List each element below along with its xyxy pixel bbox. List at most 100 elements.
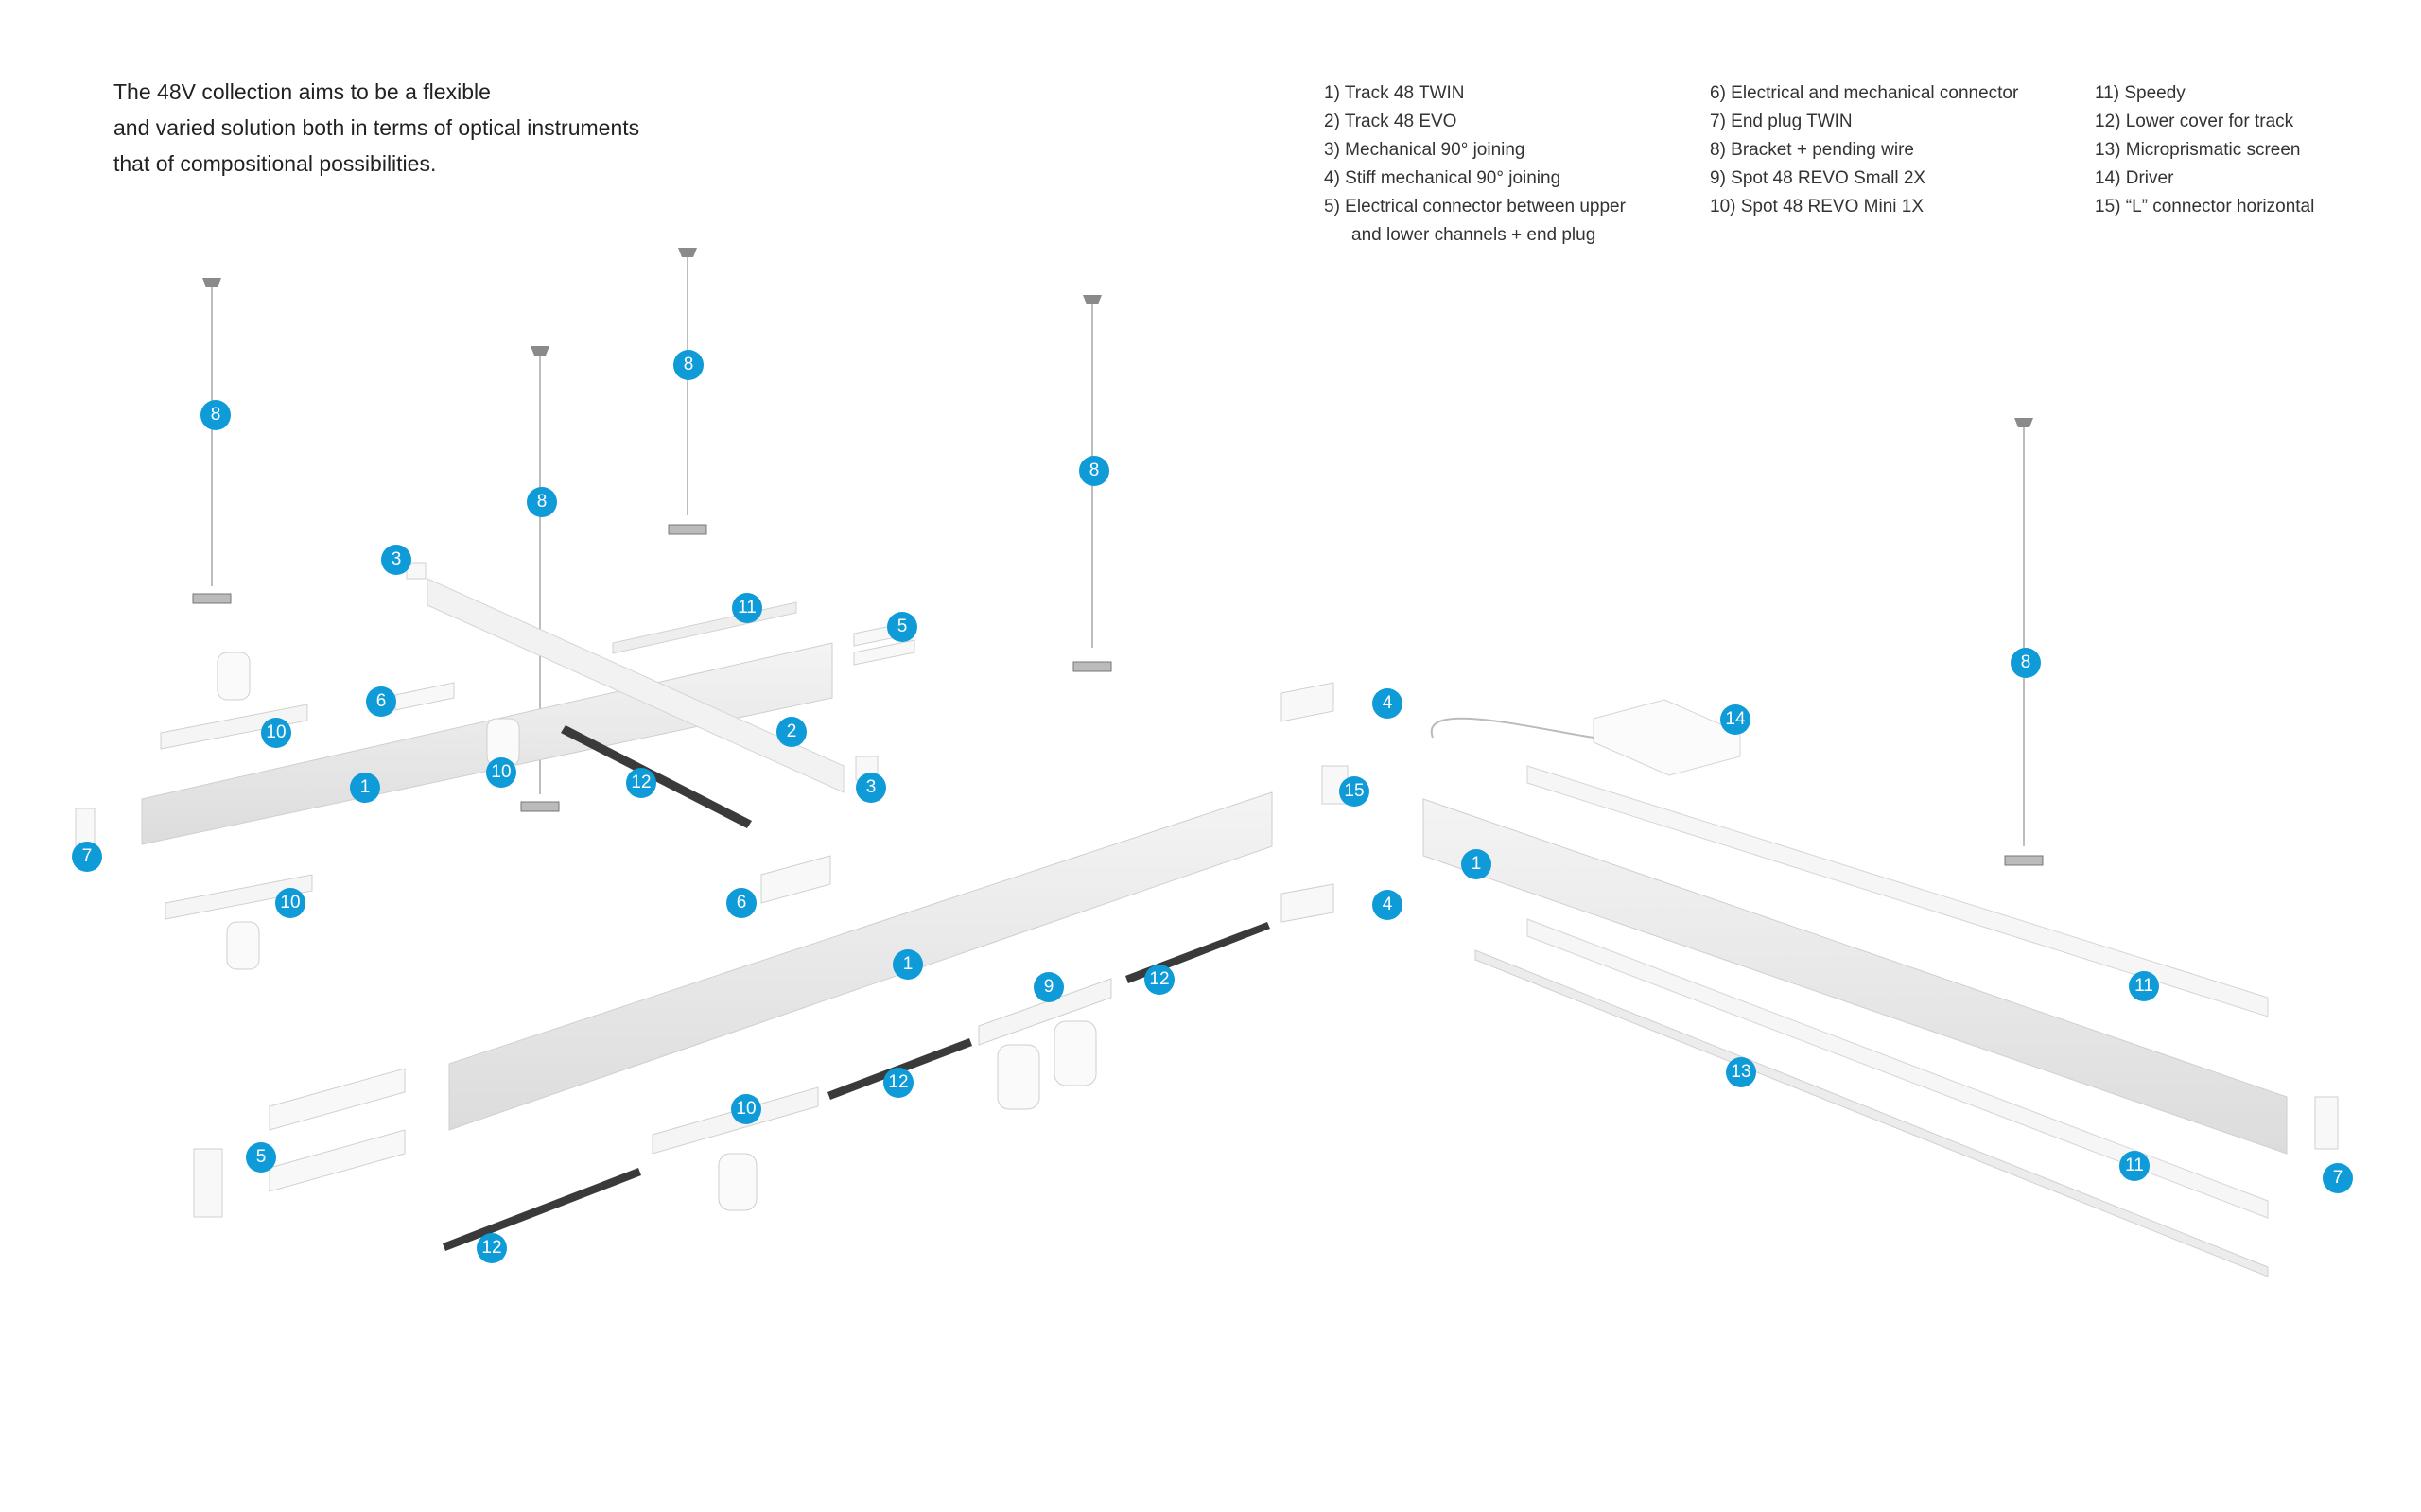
callout-badge-3: 3 xyxy=(381,545,411,575)
legend-item: 11) Speedy xyxy=(2095,83,2186,103)
ceiling-caps xyxy=(202,248,2033,427)
electrical-connector xyxy=(269,1068,406,1131)
spot-bar xyxy=(160,704,308,750)
callout-badge-4: 4 xyxy=(1372,688,1402,719)
driver-cable xyxy=(1430,717,1594,739)
callout-badge-1: 1 xyxy=(1461,849,1491,879)
callout-badge-3: 3 xyxy=(856,773,886,803)
legend-item: 14) Driver xyxy=(2095,168,2174,188)
pendant-clamp xyxy=(520,801,560,812)
callout-badge-10: 10 xyxy=(731,1094,761,1124)
spot-body xyxy=(1054,1020,1097,1086)
ceiling-cap xyxy=(678,248,697,257)
lower-cover xyxy=(443,1168,641,1251)
spot-body xyxy=(217,652,251,701)
pendant-clamp xyxy=(2004,855,2044,866)
callout-badge-5: 5 xyxy=(887,612,917,642)
electrical-connector xyxy=(269,1129,406,1192)
pendant-clamp xyxy=(668,524,707,535)
pendant-clamp xyxy=(192,593,232,604)
callout-badge-6: 6 xyxy=(366,686,396,717)
speedy xyxy=(1526,765,2269,1017)
callout-badge-7: 7 xyxy=(72,842,102,872)
mechanical-joint xyxy=(406,562,427,580)
connectors xyxy=(75,562,2339,1218)
callout-badge-1: 1 xyxy=(893,949,923,980)
spot-bar xyxy=(165,874,313,920)
speedy xyxy=(1526,918,2269,1219)
callout-badge-8: 8 xyxy=(2011,648,2041,678)
callout-badge-8: 8 xyxy=(200,400,231,430)
callout-badge-7: 7 xyxy=(2323,1163,2353,1193)
legend-item-continued: and lower channels + end plug xyxy=(1351,225,1596,245)
end-plug xyxy=(75,808,96,847)
legend-column-1: 1) Track 48 TWIN 2) Track 48 EVO 3) Mech… xyxy=(1324,79,1626,250)
callout-badge-8: 8 xyxy=(1079,456,1109,486)
track-twin xyxy=(448,791,1273,1131)
stiff-joint xyxy=(1280,883,1334,923)
callout-badge-9: 9 xyxy=(1034,972,1064,1002)
end-plug xyxy=(193,1148,223,1218)
callout-badge-12: 12 xyxy=(477,1233,507,1263)
ceiling-cap xyxy=(202,278,221,287)
legend-item: 9) Spot 48 REVO Small 2X xyxy=(1710,168,1926,188)
spot-body xyxy=(718,1153,758,1211)
legend-item: 2) Track 48 EVO xyxy=(1324,112,1457,131)
lower-cover xyxy=(561,725,752,828)
spot-body xyxy=(997,1044,1040,1110)
legend-column-3: 11) Speedy 12) Lower cover for track 13)… xyxy=(2095,79,2314,221)
ceiling-cap xyxy=(1083,295,1102,304)
intro-text: The 48V collection aims to be a flexible… xyxy=(113,74,639,182)
driver xyxy=(1593,699,1741,776)
track-twin xyxy=(1422,798,2288,1155)
speedy xyxy=(612,601,797,654)
legend-item: 5) Electrical connector between upper xyxy=(1324,197,1626,217)
pendant-clamps xyxy=(192,524,2044,866)
callout-badge-13: 13 xyxy=(1726,1057,1756,1087)
ceiling-cap xyxy=(531,346,549,356)
callout-badge-10: 10 xyxy=(275,888,305,918)
spot-body xyxy=(226,921,260,970)
track-evo xyxy=(427,578,845,793)
callout-badge-10: 10 xyxy=(486,757,516,788)
intro-line: that of compositional possibilities. xyxy=(113,151,437,176)
legend-item: 12) Lower cover for track xyxy=(2095,112,2294,131)
stiff-joint xyxy=(1280,682,1334,722)
legend-item: 8) Bracket + pending wire xyxy=(1710,140,1914,160)
legend-item: 3) Mechanical 90° joining xyxy=(1324,140,1525,160)
legend-item: 7) End plug TWIN xyxy=(1710,112,1853,131)
intro-line: The 48V collection aims to be a flexible xyxy=(113,79,491,104)
callout-badge-12: 12 xyxy=(626,768,656,798)
callout-badge-11: 11 xyxy=(2129,971,2159,1001)
callout-badge-11: 11 xyxy=(2119,1151,2150,1181)
legend-column-2: 6) Electrical and mechanical connector 7… xyxy=(1710,79,2018,221)
callout-badge-12: 12 xyxy=(883,1068,914,1098)
electrical-connector xyxy=(853,639,915,666)
spots xyxy=(217,652,1097,1211)
callout-badge-2: 2 xyxy=(776,717,807,747)
legend-item: 10) Spot 48 REVO Mini 1X xyxy=(1710,197,1924,217)
callout-badge-15: 15 xyxy=(1339,776,1369,807)
electrical-mechanical-connector xyxy=(394,682,455,711)
electrical-mechanical-connector xyxy=(760,855,831,904)
callout-badge-12: 12 xyxy=(1144,965,1175,995)
legend-item: 4) Stiff mechanical 90° joining xyxy=(1324,168,1561,188)
end-plug xyxy=(2314,1096,2339,1150)
legend-item: 13) Microprismatic screen xyxy=(2095,140,2301,160)
ceiling-cap xyxy=(2014,418,2033,427)
callout-badge-1: 1 xyxy=(350,773,380,803)
callout-badge-4: 4 xyxy=(1372,890,1402,920)
legend-item: 1) Track 48 TWIN xyxy=(1324,83,1465,103)
spot-bar xyxy=(978,978,1112,1046)
intro-line: and varied solution both in terms of opt… xyxy=(113,115,640,140)
microprismatic-screen xyxy=(1474,949,2269,1277)
legend-item: 15) “L” connector horizontal xyxy=(2095,197,2315,217)
callout-badge-6: 6 xyxy=(726,888,757,918)
callout-badge-8: 8 xyxy=(527,487,557,517)
callout-badge-10: 10 xyxy=(261,718,291,748)
callout-badge-14: 14 xyxy=(1720,704,1750,735)
pendant-clamp xyxy=(1072,661,1112,672)
callout-badge-8: 8 xyxy=(673,350,704,380)
callout-badge-5: 5 xyxy=(246,1142,276,1173)
